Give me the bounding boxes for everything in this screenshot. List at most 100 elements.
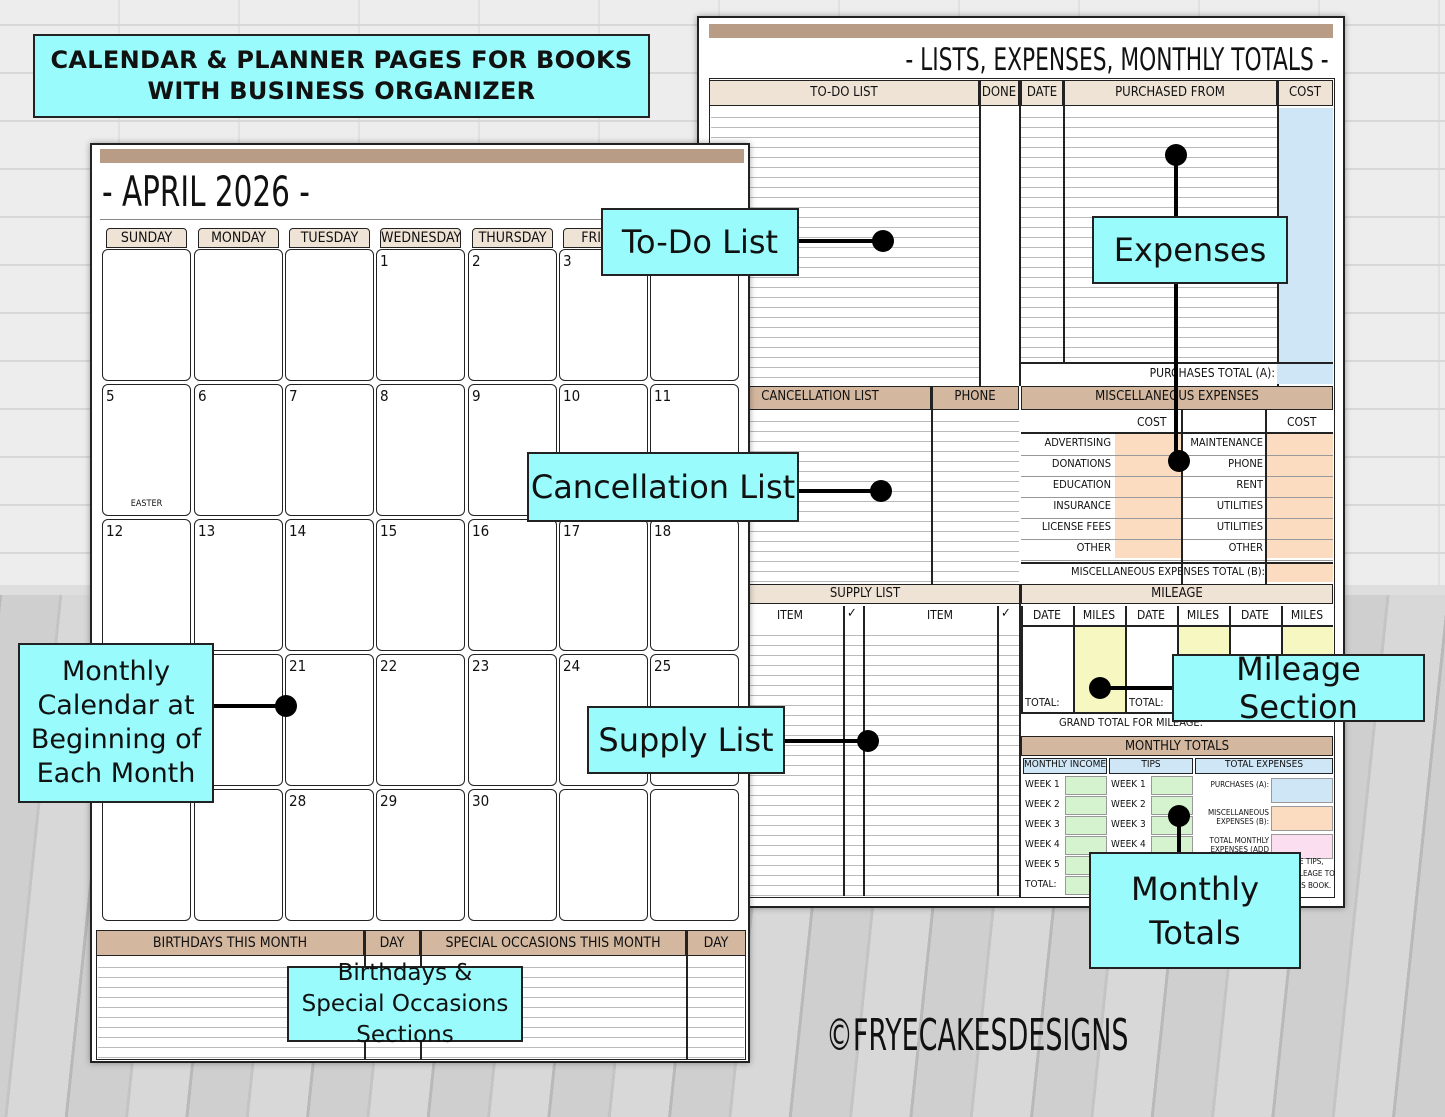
income-cell: [1065, 836, 1107, 855]
day-cell: 2: [468, 249, 557, 381]
banner-line-1: CALENDAR & PLANNER PAGES FOR BOOKS: [50, 46, 633, 74]
income-week-label: WEEK 2: [1025, 799, 1060, 810]
income-cell: [1065, 816, 1107, 835]
supply-check-2: ✓: [1001, 606, 1011, 621]
misc-total-label: MISCELLANEOUS EXPENSES TOTAL (B):: [1071, 565, 1265, 578]
lists-page-title: - LISTS, EXPENSES, MONTHLY TOTALS -: [905, 42, 1329, 78]
mileage-pointer-dot: [1089, 677, 1111, 699]
day-cell: [559, 789, 648, 921]
misc-label-right: MAINTENANCE: [1190, 436, 1263, 449]
misc-label-right: RENT: [1236, 478, 1263, 491]
calendar-top-bar: [100, 149, 744, 163]
income-week-label: WEEK 5: [1025, 859, 1060, 870]
day-number: 24: [563, 657, 581, 675]
day-cell: 6: [194, 384, 283, 516]
callout-todo: To-Do List: [601, 208, 799, 276]
page-top-bar: [709, 24, 1333, 38]
day-number: 17: [563, 522, 581, 540]
expense-summary-cell: [1271, 806, 1333, 831]
callout-cancellation: Cancellation List: [527, 452, 799, 522]
misc-col-divider: [1181, 410, 1183, 584]
miles-header: MILES: [1186, 608, 1220, 622]
misc-row-line: [1021, 476, 1333, 477]
misc-col-divider: [1265, 410, 1267, 584]
income-week-label: TOTAL:: [1025, 879, 1057, 890]
day-number: 1: [380, 252, 389, 270]
day-number: 30: [472, 792, 490, 810]
mileage-date-header: DATE: [1241, 608, 1269, 622]
day-number: 10: [563, 387, 581, 405]
title-banner: CALENDAR & PLANNER PAGES FOR BOOKS WITH …: [33, 34, 650, 118]
totals-pointer-dot: [1168, 805, 1190, 827]
birthdays-day-header: DAY: [364, 930, 420, 956]
mileage-col-line: [1021, 606, 1023, 712]
day-number: 13: [198, 522, 216, 540]
day-cell: [194, 249, 283, 381]
day-cell: 15: [376, 519, 465, 651]
misc-label-right: OTHER: [1228, 541, 1263, 554]
misc-label-right: UTILITIES: [1216, 499, 1263, 512]
mileage-header-line: [1021, 625, 1333, 627]
tips-cell: [1151, 776, 1193, 795]
purchases-total-label: PURCHASES TOTAL (A):: [1149, 366, 1275, 380]
misc-row-line: [1021, 497, 1333, 498]
day-cell: 21: [285, 654, 374, 786]
supply-header: SUPPLY LIST: [709, 584, 1021, 604]
mileage-date-header: DATE: [1137, 608, 1165, 622]
weekday-tuesday: TUESDAY: [289, 228, 370, 248]
day-number: 11: [654, 387, 672, 405]
miles-header: MILES: [1082, 608, 1116, 622]
callout-birthdays: Birthdays & Special Occasions Sections: [287, 960, 523, 1048]
misc-row-line: [1021, 539, 1333, 540]
day-number: 8: [380, 387, 389, 405]
day-cell: 7: [285, 384, 374, 516]
day-cell: 29: [376, 789, 465, 921]
misc-label-left: OTHER: [1076, 541, 1111, 554]
monthly-totals-header: MONTHLY TOTALS: [1021, 736, 1333, 756]
occasions-day-header: DAY: [686, 930, 746, 956]
calendar-title: - APRIL 2026 -: [102, 167, 310, 216]
day-cell: [650, 789, 739, 921]
day-number: 2: [472, 252, 481, 270]
day-number: 6: [198, 387, 207, 405]
income-cell: [1065, 776, 1107, 795]
misc-row-line: [1021, 560, 1333, 561]
day-cell: 8: [376, 384, 465, 516]
tips-week-label: WEEK 1: [1111, 779, 1146, 790]
income-cell: [1065, 796, 1107, 815]
day-number: 29: [380, 792, 398, 810]
expenses-pointer-dot-top: [1165, 144, 1187, 166]
misc-label-right: UTILITIES: [1216, 520, 1263, 533]
misc-label-left: DONATIONS: [1051, 457, 1111, 470]
misc-label-right: PHONE: [1228, 457, 1263, 470]
weekday-wednesday: WEDNESDAY: [380, 228, 461, 248]
calendar-page: - APRIL 2026 - SUNDAY MONDAY TUESDAY WEDNES…: [90, 143, 750, 1063]
day-cell: 30: [468, 789, 557, 921]
callout-expenses: Expenses: [1092, 216, 1288, 284]
monthly-income-header: MONTHLY INCOME: [1023, 758, 1107, 774]
mileage-col-line: [1073, 606, 1075, 712]
weekday-monday: MONDAY: [198, 228, 279, 248]
weekday-thursday: THURSDAY: [472, 228, 553, 248]
lists-expenses-page: - LISTS, EXPENSES, MONTHLY TOTALS - TO-D…: [697, 16, 1345, 908]
day-cell: 28: [285, 789, 374, 921]
supply-check-1: ✓: [847, 606, 857, 621]
callout-supply: Supply List: [587, 706, 785, 774]
day-number: 12: [106, 522, 124, 540]
birthdays-header: BIRTHDAYS THIS MONTH: [96, 930, 364, 956]
day-number: 28: [289, 792, 307, 810]
day-cell: [102, 789, 191, 921]
income-week-label: WEEK 1: [1025, 779, 1060, 790]
callout-mileage: Mileage Section: [1172, 650, 1425, 726]
misc-row-line: [1021, 518, 1333, 519]
day-cell: 22: [376, 654, 465, 786]
day-number: 7: [289, 387, 298, 405]
day-number: 18: [654, 522, 672, 540]
day-cell: 13: [194, 519, 283, 651]
misc-label-left: EDUCATION: [1052, 478, 1111, 491]
purchased-from-header: PURCHASED FROM: [1063, 80, 1277, 106]
tips-week-label: WEEK 3: [1111, 819, 1146, 830]
weekday-sunday: SUNDAY: [106, 228, 187, 248]
day-cell: 12: [102, 519, 191, 651]
